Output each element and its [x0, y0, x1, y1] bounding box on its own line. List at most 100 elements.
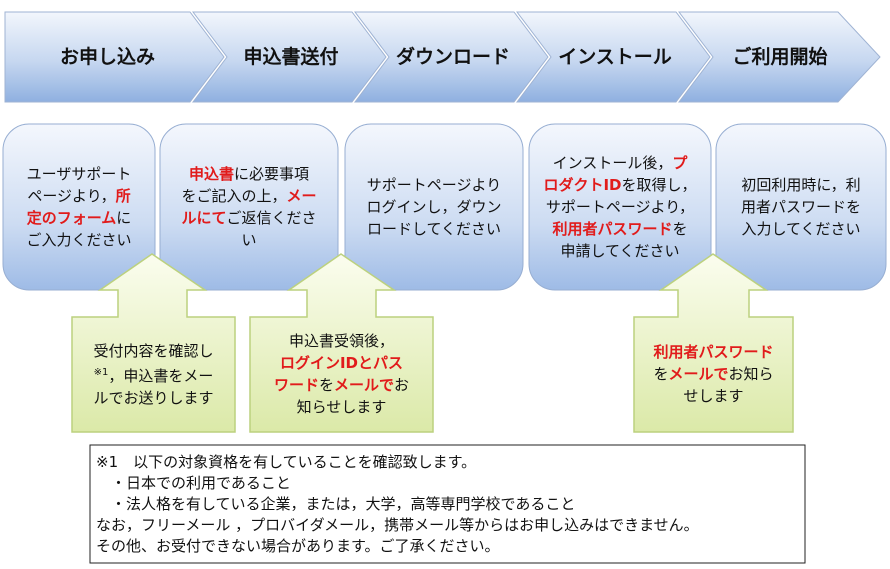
- text-line: をメールでお知ら: [638, 363, 789, 385]
- text-segment: に: [116, 209, 132, 227]
- text-line: 用者パスワードを: [724, 196, 878, 218]
- text-segment: ログインし，ダウン: [366, 198, 502, 216]
- text-line: 受付内容を確認し: [76, 340, 231, 362]
- step-box-5: [715, 123, 887, 291]
- text-line: ロダクトIDを取得し，: [533, 174, 707, 196]
- note-text: ※1 以下の対象資格を有していることを確認致します。 ・日本での利用であること …: [96, 452, 776, 557]
- text-line: 知らせします: [254, 396, 429, 418]
- text-segment: ルでお送りします: [93, 388, 214, 407]
- text-segment: お知ら: [728, 365, 774, 383]
- text-segment: ※1: [93, 366, 109, 378]
- highlight-text: ロダクトID: [543, 176, 622, 194]
- text-line: ロードしてください: [353, 218, 515, 240]
- text-line: 利用者パスワードを: [533, 218, 707, 240]
- text-line: ワードをメールでお: [254, 374, 429, 396]
- callout-arrow-2: [249, 253, 434, 433]
- step-label-4: インストール: [558, 45, 672, 68]
- text-line: 申込書受領後，: [254, 330, 429, 352]
- highlight-text: 定のフォーム: [26, 209, 117, 227]
- note-line-1: ※1 以下の対象資格を有していることを確認致します。: [96, 453, 477, 471]
- step-chevron-5: [677, 11, 881, 103]
- text-segment: 用者パスワードを: [740, 198, 861, 216]
- note-line-2: ・日本での利用であること: [96, 474, 291, 492]
- text-segment: サポートページより: [366, 176, 502, 194]
- text-line: 申込書に必要事項: [168, 163, 330, 185]
- text-segment: インストール後，: [552, 154, 673, 172]
- text-line: サポートページより，: [533, 196, 707, 218]
- step-chevron-4: [515, 11, 711, 103]
- text-line: ユーザサポート: [12, 163, 146, 185]
- callout-arrow-3: [633, 253, 794, 433]
- step-box-4: [528, 123, 712, 291]
- highlight-text: ログインIDとパス: [279, 354, 404, 372]
- note-line-4: なお，フリーメール ，プロバイダメール，携帯メール等からはお申し込みはできません…: [96, 516, 699, 534]
- text-line: せします: [638, 385, 789, 407]
- step-box-1: [2, 123, 156, 291]
- highlight-text: 申込書: [188, 165, 234, 183]
- highlight-text: メー: [286, 187, 317, 205]
- text-segment: ご返信くださ: [226, 209, 317, 227]
- step-label-2: 申込書送付: [243, 45, 339, 68]
- highlight-text: メールで: [668, 365, 729, 383]
- text-line: 初回利用時に，利: [724, 174, 878, 196]
- text-segment: お: [394, 376, 410, 394]
- text-line: 入力してください: [724, 218, 878, 240]
- highlight-text: ワード: [273, 376, 319, 394]
- text-line: ページより，所: [12, 185, 146, 207]
- text-segment: 申込書受領後，: [288, 332, 394, 350]
- text-segment: をご記入の上，: [181, 187, 287, 205]
- highlight-text: ルにて: [181, 209, 227, 227]
- step-box-text-4: インストール後，プロダクトIDを取得し，サポートページより，利用者パスワードを申…: [533, 130, 707, 284]
- text-segment: を: [672, 220, 688, 238]
- text-segment: サポートページより，: [545, 198, 695, 216]
- text-segment: 申請してください: [560, 242, 680, 260]
- step-label-3: ダウンロード: [395, 45, 510, 68]
- highlight-text: 利用者パスワード: [653, 343, 774, 361]
- text-segment: 知らせします: [296, 398, 387, 416]
- text-segment: ページより，: [27, 187, 116, 205]
- text-segment: ，申込書をメー: [108, 366, 214, 385]
- text-segment: せします: [683, 387, 744, 405]
- step-label-5: ご利用開始: [732, 45, 828, 68]
- text-line: 申請してください: [533, 240, 707, 262]
- step-chevron-1: [4, 11, 225, 103]
- highlight-text: 利用者パスワード: [552, 220, 673, 238]
- text-segment: ロードしてください: [366, 220, 502, 238]
- step-box-text-3: サポートページよりログインし，ダウンロードしてください: [353, 130, 515, 284]
- text-line: ご入力ください: [12, 229, 146, 251]
- text-line: 利用者パスワード: [638, 341, 789, 363]
- callout-arrow-1: [71, 253, 236, 433]
- text-segment: 受付内容を確認し: [93, 341, 214, 360]
- callout-text-1: 受付内容を確認し※1，申込書をメールでお送りします: [76, 320, 231, 428]
- step-chevron-3: [353, 11, 549, 103]
- text-line: ルにてご返信くださ: [168, 207, 330, 229]
- text-segment: に必要事項: [234, 165, 310, 183]
- text-line: ルでお送りします: [76, 387, 231, 409]
- highlight-text: メールで: [334, 376, 395, 394]
- text-segment: を取得し，: [621, 176, 697, 194]
- text-line: ※1，申込書をメー: [76, 362, 231, 387]
- step-box-text-1: ユーザサポートページより，所定のフォームにご入力ください: [12, 130, 146, 284]
- step-box-2: [159, 123, 339, 291]
- callout-text-2: 申込書受領後，ログインIDとパスワードをメールでお知らせします: [254, 320, 429, 428]
- note-line-5: その他、お受付できない場合があります。ご了承ください。: [96, 537, 500, 555]
- text-segment: ユーザサポート: [26, 165, 132, 183]
- highlight-text: 所: [115, 187, 131, 205]
- text-segment: を: [653, 365, 669, 383]
- text-line: をご記入の上，メー: [168, 185, 330, 207]
- text-segment: を: [318, 376, 334, 394]
- note-line-3: ・法人格を有している企業，または，大学，高等専門学校であること: [96, 495, 576, 513]
- text-line: サポートページより: [353, 174, 515, 196]
- note-box: [89, 444, 806, 564]
- text-line: 定のフォームに: [12, 207, 146, 229]
- text-line: ログインし，ダウン: [353, 196, 515, 218]
- step-box-text-5: 初回利用時に，利用者パスワードを入力してください: [724, 130, 878, 284]
- highlight-text: プ: [672, 154, 688, 172]
- text-line: ログインIDとパス: [254, 352, 429, 374]
- text-segment: 初回利用時に，利: [741, 176, 861, 194]
- text-segment: 入力してください: [741, 220, 861, 238]
- text-line: インストール後，プ: [533, 152, 707, 174]
- step-box-text-2: 申込書に必要事項をご記入の上，メールにてご返信ください: [168, 130, 330, 284]
- step-label-1: お申し込み: [59, 45, 155, 68]
